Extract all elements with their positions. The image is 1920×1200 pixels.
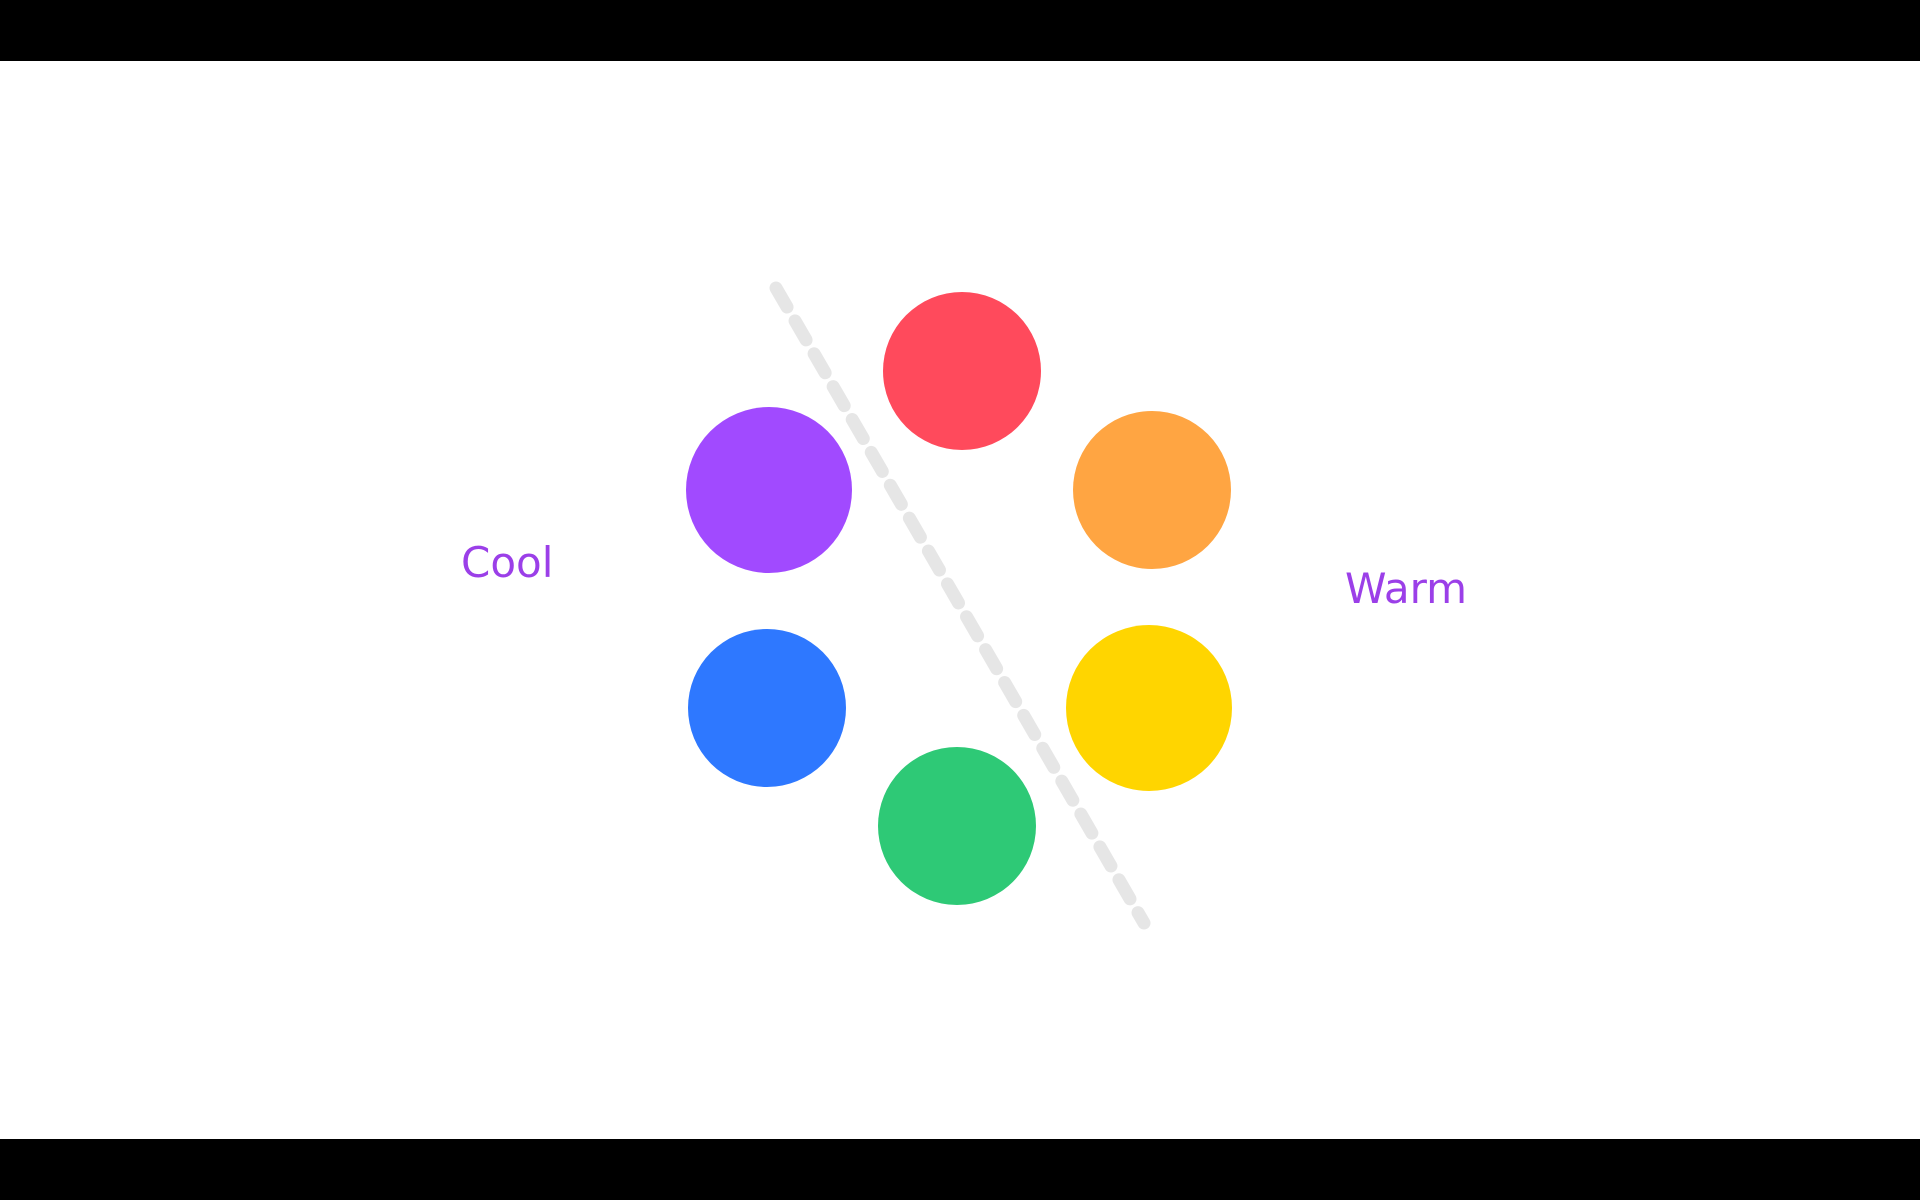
cool-label: Cool xyxy=(461,538,554,587)
letterbox-bottom-bar xyxy=(0,1139,1920,1200)
green-circle xyxy=(878,747,1036,905)
orange-circle xyxy=(1073,411,1231,569)
red-circle xyxy=(883,292,1041,450)
warm-cool-divider-line xyxy=(769,281,1151,930)
warm-label: Warm xyxy=(1345,564,1468,613)
color-wheel-diagram xyxy=(686,281,1232,930)
purple-circle xyxy=(686,407,852,573)
blue-circle xyxy=(688,629,846,787)
slide-canvas: Cool Warm xyxy=(0,61,1920,1139)
letterbox-top-bar xyxy=(0,0,1920,61)
yellow-circle xyxy=(1066,625,1232,791)
